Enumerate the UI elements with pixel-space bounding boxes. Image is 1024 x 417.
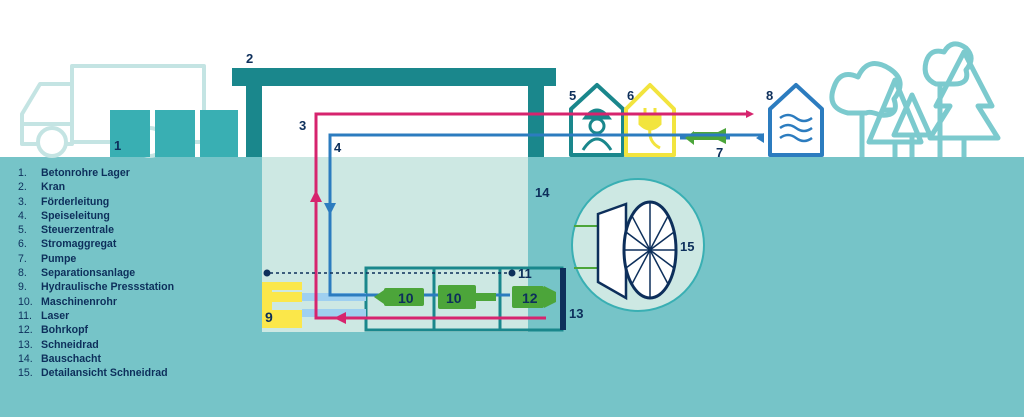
plug-icon	[638, 108, 662, 150]
tree-icon	[829, 41, 1001, 157]
power-generator	[624, 83, 676, 157]
cutting-wheel-detail	[571, 178, 705, 312]
separation-plant	[768, 83, 824, 157]
control-center	[569, 83, 625, 157]
pipe-storage	[110, 110, 238, 157]
label-9: 9	[265, 309, 273, 325]
legend-item: 13.Schneidrad	[18, 338, 99, 351]
label-7: 7	[716, 145, 723, 160]
label-14: 14	[535, 185, 550, 200]
legend-item: 11.Laser	[18, 309, 70, 322]
label-8: 8	[766, 88, 773, 103]
press-rods	[302, 293, 366, 317]
legend-item: 5.Steuerzentrale	[18, 224, 115, 237]
legend-item: 14.Bauschacht	[18, 352, 102, 365]
label-1: 1	[114, 138, 121, 153]
legend-item: 9.Hydraulische Pressstation	[18, 281, 175, 294]
legend-item: 3.Förderleitung	[18, 195, 110, 208]
label-10a: 10	[398, 290, 414, 306]
label-15: 15	[680, 239, 694, 254]
legend-item: 4.Speiseleitung	[18, 209, 110, 222]
legend-item: 7.Pumpe	[18, 252, 77, 265]
delivery-line	[314, 110, 754, 320]
machine-units	[374, 285, 556, 309]
legend-item: 12.Bohrkopf	[18, 324, 89, 337]
feed-line-arrow	[324, 203, 336, 215]
label-10b: 10	[446, 290, 462, 306]
label-13: 13	[569, 306, 583, 321]
legend-item: 10.Maschinenrohr	[18, 295, 117, 308]
label-12: 12	[522, 290, 538, 306]
delivery-line-arrow-up	[310, 190, 322, 202]
delivery-line-arrow-left	[334, 312, 346, 324]
water-waves-icon	[779, 113, 813, 143]
legend-item: 15.Detailansicht Schneidrad	[18, 367, 168, 380]
legend-item: 8.Separationsanlage	[18, 267, 136, 280]
label-11: 11	[518, 266, 532, 281]
label-6: 6	[627, 88, 634, 103]
legend-item: 6.Stromaggregat	[18, 238, 117, 251]
label-5: 5	[569, 88, 576, 103]
label-4: 4	[334, 140, 342, 155]
laser-line	[263, 269, 516, 277]
hydraulic-press-station	[262, 282, 302, 328]
legend-item: 1.Betonrohre Lager	[18, 167, 130, 179]
label-3: 3	[299, 118, 306, 133]
legend-item: 2.Kran	[18, 181, 66, 194]
cutting-wheel	[560, 268, 566, 330]
legend: 1.Betonrohre Lager 2.Kran 3.Förderleitun…	[18, 166, 174, 380]
crane	[232, 68, 556, 157]
label-2: 2	[246, 51, 253, 66]
